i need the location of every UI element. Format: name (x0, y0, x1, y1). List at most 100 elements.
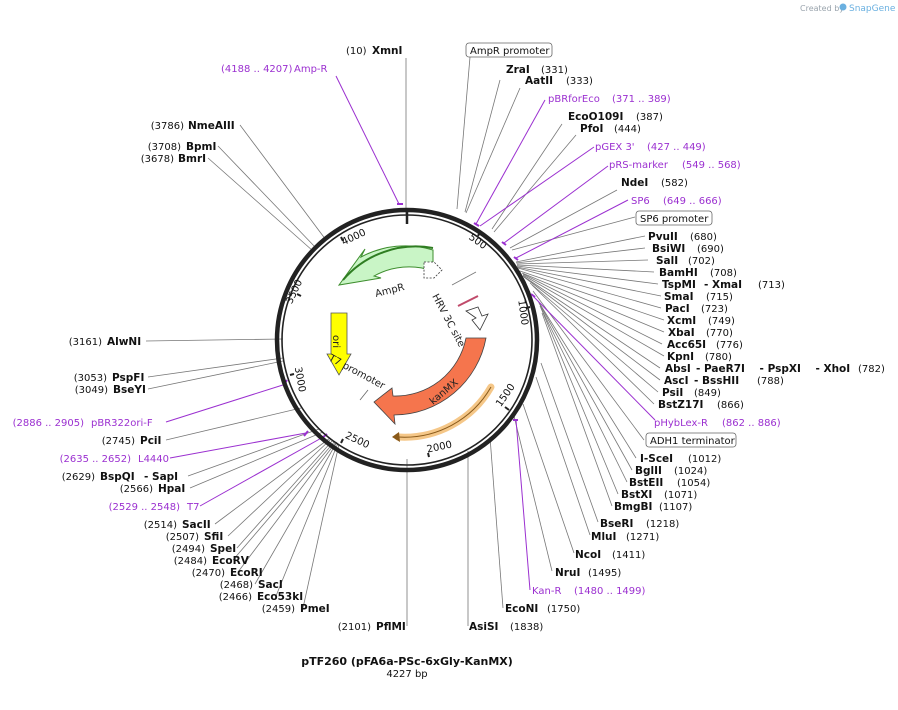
label-asci-extra[interactable]: - BssHII (694, 375, 739, 387)
label-bpmi[interactable]: BpmI (186, 141, 216, 153)
label-zrai[interactable]: ZraI (506, 64, 530, 76)
label-prs-marker[interactable]: pRS-marker (609, 160, 669, 171)
label-smai[interactable]: SmaI (664, 291, 694, 303)
label-asisi[interactable]: AsiSI (469, 621, 498, 633)
label-t7[interactable]: T7 (186, 502, 199, 513)
label-adh1-terminator[interactable]: ADH1 terminator (650, 436, 736, 447)
label-alwni-pos: (3161) (69, 337, 102, 348)
label-xbai[interactable]: XbaI (668, 327, 695, 339)
label-acc65i[interactable]: Acc65I (667, 339, 706, 351)
label-bmgbi-pos: (1107) (659, 502, 692, 513)
label-absi[interactable]: AbsI (665, 363, 691, 375)
label-nmeaiii[interactable]: NmeAIII (188, 120, 235, 132)
label-ecorv[interactable]: EcoRV (212, 555, 250, 567)
label-sp6[interactable]: SP6 (631, 196, 650, 207)
label-bglii-pos: (1024) (674, 466, 707, 477)
label-tspmi-pos: (713) (758, 280, 785, 291)
label-sacii-pos: (2514) (144, 520, 177, 531)
label-bamhi[interactable]: BamHI (659, 267, 698, 279)
label-ampr-promoter[interactable]: AmpR promoter (470, 46, 550, 57)
label-kan-r-pos: (1480 .. 1499) (574, 586, 646, 597)
label-smai-pos: (715) (706, 292, 733, 303)
label-kan-r[interactable]: Kan-R (532, 586, 561, 597)
label-i-scei[interactable]: I-SceI (640, 453, 673, 465)
ori-arrow[interactable] (326, 312, 352, 376)
label-psii[interactable]: PsiI (662, 387, 683, 399)
label-sali[interactable]: SalI (656, 255, 678, 267)
label-bspqi-pos: (2629) (62, 472, 95, 483)
label-tspmi[interactable]: TspMI (662, 279, 696, 291)
label-kpni[interactable]: KpnI (667, 351, 694, 363)
label-bseri-pos: (1218) (646, 519, 679, 530)
label-xmni[interactable]: XmnI (372, 45, 402, 57)
label-ecori[interactable]: EcoRI (230, 567, 263, 579)
label-kpni-pos: (780) (705, 352, 732, 363)
label-aatii[interactable]: AatII (525, 75, 553, 87)
label-ecoo109i[interactable]: EcoO109I (568, 111, 623, 123)
label-bmgbi[interactable]: BmgBI (614, 501, 652, 513)
label-bamhi-pos: (708) (710, 268, 737, 279)
label-mlui[interactable]: MluI (591, 531, 616, 543)
label-pvuii[interactable]: PvuII (648, 231, 678, 243)
ampr-outline-arc (342, 245, 434, 281)
leader-lines (145, 56, 665, 626)
label-bsteii-pos: (1054) (677, 478, 710, 489)
label-asci[interactable]: AscI (664, 375, 689, 387)
label-spei-pos: (2494) (172, 544, 205, 555)
label-pfoi[interactable]: PfoI (580, 123, 603, 135)
label-alwni[interactable]: AlwNI (107, 336, 141, 348)
label-pbr322ori-f[interactable]: pBR322ori-F (91, 418, 153, 429)
label-nmeaiii-pos: (3786) (151, 121, 184, 132)
label-sacii[interactable]: SacII (182, 519, 211, 531)
label-hpai-pos: (2566) (120, 484, 153, 495)
label-ncoi[interactable]: NcoI (575, 549, 601, 561)
label-sfii[interactable]: SfiI (204, 531, 223, 543)
label-pfoi-pos: (444) (614, 124, 641, 135)
kanmx-arrow[interactable] (373, 337, 487, 426)
label-bstxi[interactable]: BstXI (621, 489, 652, 501)
label-ndei[interactable]: NdeI (621, 177, 648, 189)
label-paci[interactable]: PacI (665, 303, 690, 315)
kan-primer-arc-line (397, 386, 492, 438)
tick-4000: 4000 (340, 227, 368, 248)
label-bmri[interactable]: BmrI (178, 153, 206, 165)
sp6-promoter-box (635, 210, 713, 226)
label-phyblex-r[interactable]: pHybLex-R (654, 418, 708, 429)
label-xbai-pos: (770) (706, 328, 733, 339)
label-xcmi[interactable]: XcmI (667, 315, 696, 327)
label-bseri[interactable]: BseRI (600, 518, 633, 530)
label-econi[interactable]: EcoNI (505, 603, 538, 615)
ruler-ticks (289, 231, 531, 458)
label-hpai[interactable]: HpaI (158, 483, 185, 495)
label-saci[interactable]: SacI (258, 579, 283, 591)
label-nrui[interactable]: NruI (555, 567, 580, 579)
label-bspqi[interactable]: BspQI (100, 471, 135, 483)
label-bglii[interactable]: BglII (635, 465, 662, 477)
label-bsiwi[interactable]: BsiWI (652, 243, 685, 255)
label-pbrforeco[interactable]: pBRforEco (548, 94, 600, 105)
label-pmei[interactable]: PmeI (300, 603, 330, 615)
label-amp-r[interactable]: Amp-R (294, 64, 328, 75)
label-bspqi-extra[interactable]: - SapI (144, 471, 178, 483)
label-tspmi-extra[interactable]: - XmaI (704, 279, 742, 291)
label-pflmi[interactable]: PflMI (376, 621, 406, 633)
label-l4440[interactable]: L4440 (138, 454, 169, 465)
plasmid-length: 4227 bp (386, 669, 427, 680)
label-pgex-3[interactable]: pGEX 3' (595, 142, 635, 153)
label-eco53ki[interactable]: Eco53kI (257, 591, 303, 603)
snapgene-credit[interactable]: Created by SnapGene (800, 3, 896, 15)
label-pcii[interactable]: PciI (140, 435, 161, 447)
label-pspfi[interactable]: PspFI (112, 372, 144, 384)
label-bsteii[interactable]: BstEII (629, 477, 663, 489)
label-bstz17i[interactable]: BstZ17I (658, 399, 703, 411)
top-labels: (10) XmnI AmpR promoter (4188 .. 4207) A… (221, 42, 741, 226)
feature-leader-lines (165, 75, 656, 591)
label-absi-extra[interactable]: - PaeR7I - PspXI - XhoI (696, 363, 850, 375)
label-bseyi[interactable]: BseYI (113, 384, 146, 396)
label-mlui-pos: (1271) (626, 532, 659, 543)
hrv-3c-site-mark (457, 295, 479, 307)
label-sp6-promoter[interactable]: SP6 promoter (640, 214, 709, 225)
label-ecori-pos: (2470) (192, 568, 225, 579)
label-asci-pos: (788) (757, 376, 784, 387)
label-spei[interactable]: SpeI (210, 543, 236, 555)
